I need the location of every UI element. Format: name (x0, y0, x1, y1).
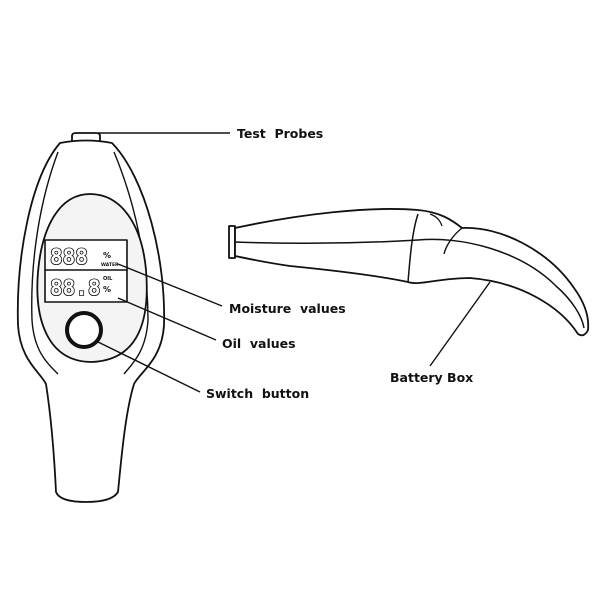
callout-lines (97, 132, 491, 393)
lcd-display (44, 239, 128, 303)
side-body-outline (234, 208, 590, 337)
label-moisture-values: Moisture values (229, 301, 346, 316)
battery-box-highlight (429, 213, 443, 227)
side-view-device (228, 208, 590, 337)
label-switch-button: Switch button (206, 386, 309, 401)
front-view-device (16, 132, 166, 503)
lcd-top-digits: 888 (50, 245, 88, 269)
shell-inner-contour-left (31, 151, 59, 375)
leader-moisture (117, 263, 223, 307)
battery-box-seam (407, 213, 419, 283)
label-oil-values: Oil values (222, 336, 296, 351)
switch-button[interactable] (65, 311, 103, 349)
battery-box-inner (417, 238, 585, 329)
label-test-probes: Test Probes (237, 126, 323, 141)
leader-battery (429, 281, 491, 367)
leader-switch (97, 341, 201, 393)
side-midline (234, 239, 419, 245)
battery-box-edge (443, 227, 463, 255)
leader-oil (117, 297, 217, 341)
lcd-bottom-digits: 88.8 (50, 276, 101, 300)
lcd-bottom-unit: % (103, 285, 111, 294)
side-probe-tip (228, 225, 236, 259)
label-battery-box: Battery Box (390, 370, 473, 385)
test-probe-tip (71, 132, 101, 143)
lcd-bottom-caption: OIL (103, 276, 113, 282)
lcd-top-caption: WATER (101, 262, 119, 268)
lcd-top-unit: % (103, 251, 111, 260)
